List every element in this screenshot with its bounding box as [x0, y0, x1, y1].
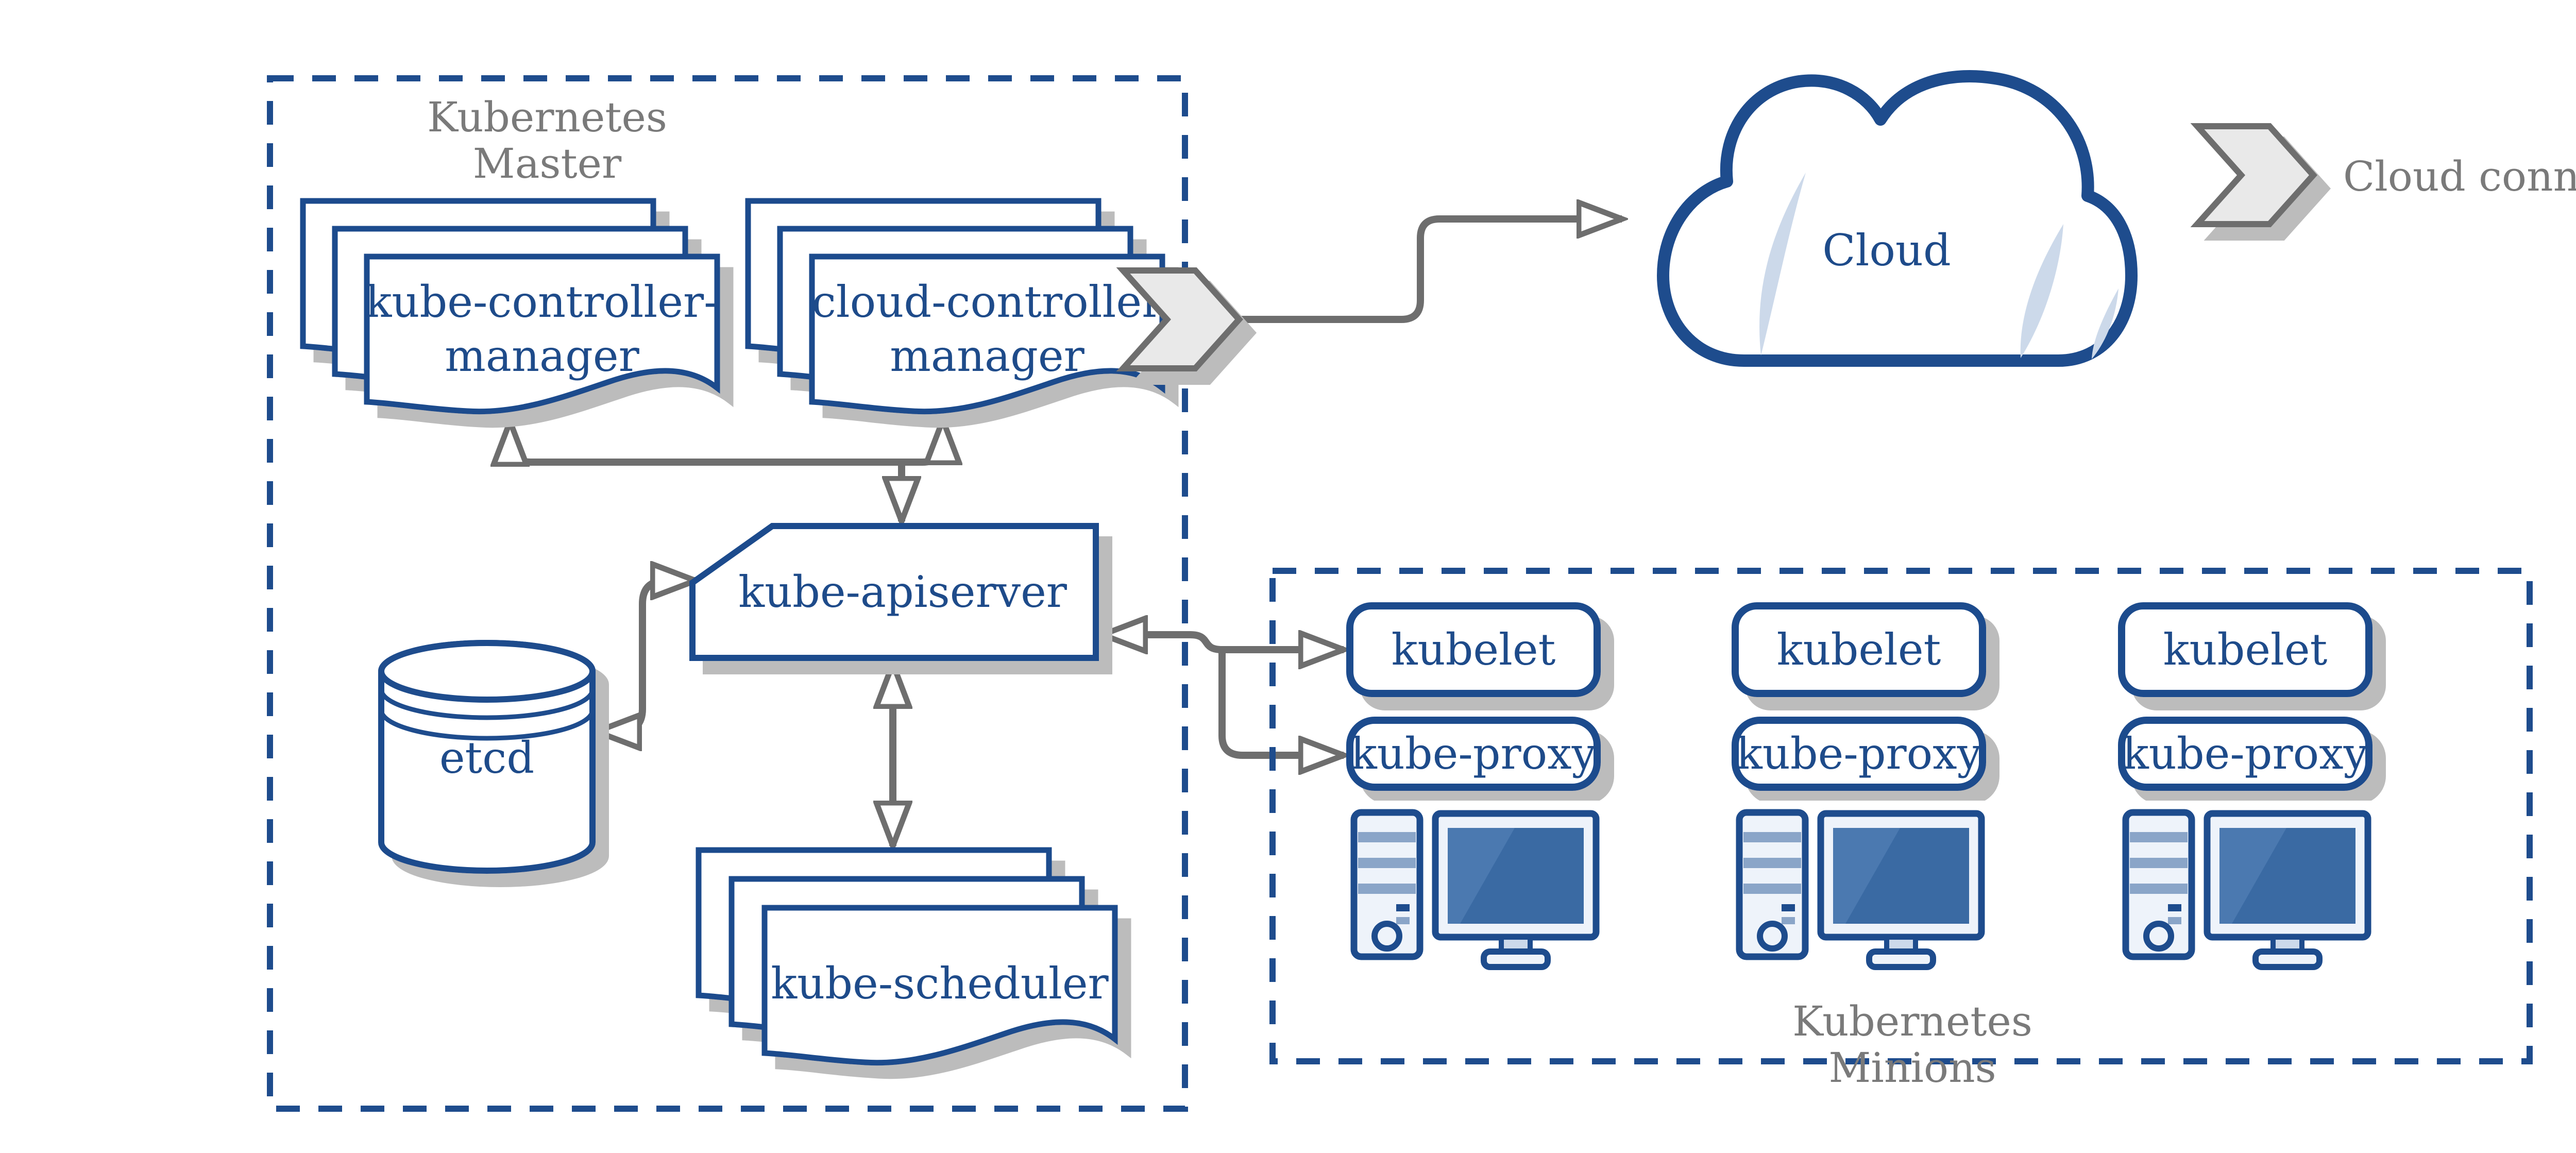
cloud-connector-legend-icon [2190, 123, 2318, 227]
legend-cloud-connector: Cloud connector [2190, 123, 2576, 227]
kube-scheduler-node: kube-scheduler [699, 850, 1115, 1063]
kubelet-label: kubelet [2163, 624, 2328, 675]
kube-apiserver-label: kube-apiserver [738, 567, 1067, 617]
arrow-apiserver-to-controllers [510, 420, 943, 462]
kube-scheduler-label: kube-scheduler [771, 958, 1109, 1009]
kube-controller-manager-label-line1: kube-controller- [365, 277, 718, 327]
kube-controller-manager-node: kube-controller- manager [303, 201, 719, 412]
minions-title-line1: Kubernetes [1792, 997, 2032, 1045]
minion-node-2: kubelet kube-proxy [1732, 602, 1986, 967]
cloud-node: Cloud [1657, 70, 2138, 367]
minion-node-3: kubelet kube-proxy [2118, 602, 2372, 967]
kubelet-label: kubelet [1777, 624, 1941, 675]
arrow-cloud-connector-to-cloud [1239, 219, 1622, 323]
master-title-line1: Kubernetes [427, 93, 667, 141]
cloud-shine-2 [2020, 224, 2063, 358]
kube-controller-manager-label-line2: manager [445, 331, 639, 381]
minions-title-line2: Minions [1828, 1044, 1996, 1092]
kube-proxy-label: kube-proxy [1351, 728, 1597, 779]
minion-node-1: kubelet kube-proxy [1346, 602, 1601, 967]
etcd-label: etcd [439, 733, 534, 783]
kubernetes-minions-boundary [1269, 568, 2533, 1064]
cloud-connector-icon [1116, 267, 1244, 371]
cloud-controller-manager-label-line1: cloud-controller [812, 277, 1163, 327]
arrow-apiserver-etcd [597, 581, 696, 732]
cloud-shine-1 [1759, 173, 1806, 355]
arrow-apiserver-kubelet [1103, 635, 1344, 650]
kube-apiserver-node: kube-apiserver [689, 523, 1099, 661]
cloud-controller-manager-node: cloud-controller manager [748, 201, 1163, 412]
kubelet-label: kubelet [1392, 624, 1556, 675]
kube-proxy-label: kube-proxy [2123, 728, 2368, 779]
kube-proxy-label: kube-proxy [1736, 728, 1982, 779]
arrow-apiserver-kube-proxy [1218, 651, 1344, 755]
legend-label: Cloud connector [2343, 152, 2576, 200]
cloud-shine-3 [2092, 289, 2119, 359]
etcd-node: etcd [378, 640, 596, 874]
master-title-line2: Master [473, 140, 622, 188]
cloud-controller-manager-label-line2: manager [890, 331, 1084, 381]
cloud-label: Cloud [1822, 225, 1951, 276]
